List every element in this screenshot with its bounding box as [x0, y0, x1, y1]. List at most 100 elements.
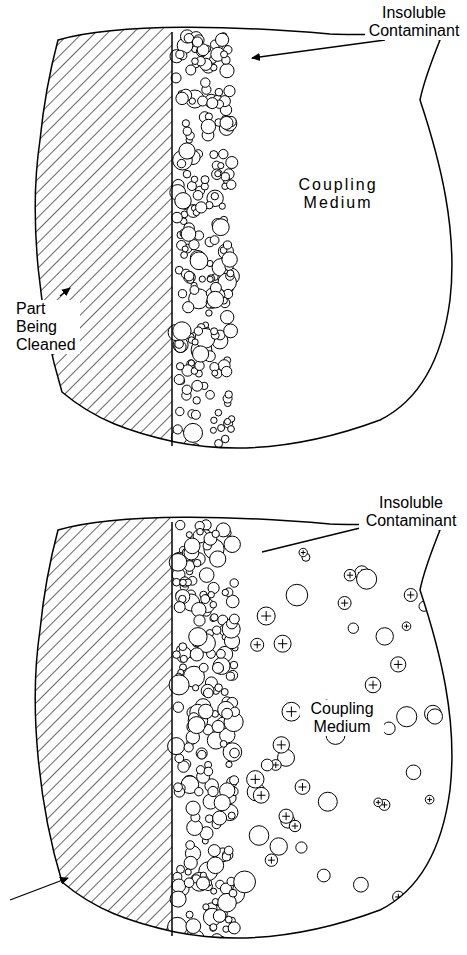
charge-mark — [301, 550, 306, 555]
charge-mark — [394, 660, 402, 668]
contaminant-particle — [215, 684, 223, 692]
contaminant-particle — [179, 143, 195, 159]
charge-mark — [257, 791, 266, 800]
contaminant-particle — [354, 877, 369, 892]
contaminant-particle — [230, 614, 240, 624]
contaminant-particle — [207, 98, 218, 109]
contaminant-particle — [186, 532, 192, 538]
charge-mark — [376, 800, 381, 805]
charge-mark — [298, 783, 306, 791]
contaminant-particle — [286, 584, 308, 606]
contaminant-particle — [194, 327, 202, 335]
label-text: Insoluble Contaminant — [359, 494, 463, 530]
contaminant-particle — [181, 30, 194, 43]
contaminant-particle — [177, 865, 185, 873]
contaminant-particle — [190, 648, 203, 661]
leader-line — [262, 528, 360, 552]
contaminant-particle — [214, 795, 230, 811]
label-text: Coupling Medium — [296, 176, 380, 212]
contaminant-particle — [174, 602, 185, 613]
part-surface — [171, 522, 173, 936]
contaminant-particle — [173, 425, 182, 434]
contaminant-particle — [218, 163, 224, 169]
contaminant-particle — [176, 363, 183, 370]
contaminant-particle — [227, 270, 234, 277]
contaminant-particle — [184, 423, 203, 442]
contaminant-particle — [182, 246, 188, 252]
contaminant-particle — [338, 597, 351, 610]
leader-arrow — [60, 288, 70, 296]
contaminant-particle — [211, 934, 223, 946]
contaminant-particle — [174, 375, 184, 385]
charge-mark — [254, 641, 261, 648]
contaminant-particle — [317, 869, 330, 882]
contaminant-particle — [226, 672, 234, 680]
contaminant-particle — [207, 276, 213, 282]
contaminant-particle — [208, 786, 218, 796]
contaminant-particle — [173, 578, 181, 586]
charge-mark — [341, 599, 348, 606]
contaminant-particle — [210, 924, 217, 931]
contaminant-particle — [184, 743, 193, 752]
contaminant-particle — [185, 869, 191, 875]
contaminant-particle — [193, 346, 209, 362]
contaminant-particle — [220, 116, 233, 129]
contaminant-particle — [194, 559, 201, 566]
contaminant-particle — [176, 407, 184, 415]
contaminant-particle — [201, 176, 209, 184]
contaminant-particle — [221, 435, 229, 443]
contaminant-particle — [192, 37, 202, 47]
contaminant-particle — [296, 842, 307, 853]
contaminant-particle — [318, 792, 337, 811]
contaminant-particle — [192, 380, 203, 391]
contaminant-particle — [212, 720, 224, 732]
contaminant-particle — [172, 879, 186, 893]
contaminant-particle — [193, 685, 199, 691]
contaminant-particle — [221, 51, 228, 58]
contaminant-particle — [221, 366, 231, 376]
contaminant-particle — [184, 271, 196, 283]
contaminant-particle — [208, 592, 214, 598]
contaminant-particle — [206, 391, 215, 400]
contaminant-particle — [226, 761, 232, 767]
contaminant-particle — [196, 748, 207, 759]
contaminant-particle — [205, 815, 213, 823]
contaminant-particle — [186, 801, 200, 815]
label-text: Part Being Cleaned — [14, 300, 80, 354]
contaminant-particle — [194, 615, 205, 626]
contaminant-particle — [199, 663, 208, 672]
charge-mark — [407, 591, 414, 598]
contaminant-particle — [201, 78, 210, 87]
contaminant-particle — [215, 88, 223, 96]
contaminant-particle — [210, 601, 217, 608]
contaminant-particle — [251, 638, 264, 651]
contaminant-particle — [184, 878, 194, 888]
contaminant-particle — [201, 119, 215, 133]
charge-mark — [250, 775, 260, 785]
contaminant-particle — [230, 579, 238, 587]
contaminant-particle — [265, 854, 277, 866]
contaminant-particle — [190, 252, 208, 270]
charge-mark — [292, 823, 298, 829]
contaminant-particle — [192, 58, 199, 65]
contaminant-particle — [230, 748, 240, 758]
contaminant-particle — [253, 787, 269, 803]
label-text: Coupling Medium — [300, 700, 384, 736]
contaminant-particle — [210, 236, 219, 245]
contaminant-particle — [226, 157, 238, 169]
charge-mark — [369, 681, 378, 690]
medium-outline — [35, 517, 452, 938]
contaminant-particle — [213, 658, 230, 675]
contaminant-particle — [181, 252, 188, 259]
charge-mark — [404, 624, 409, 629]
contaminant-particle — [228, 426, 235, 433]
contaminant-particle — [397, 707, 417, 727]
contaminant-particle — [222, 252, 237, 267]
contaminant-particle — [176, 50, 184, 58]
contaminant-particle — [175, 193, 191, 209]
contaminant-particle — [207, 275, 214, 282]
contaminant-particle — [182, 385, 191, 394]
contaminant-particle — [212, 219, 229, 236]
contaminant-particle — [173, 702, 183, 712]
contaminant-particle — [374, 798, 383, 807]
